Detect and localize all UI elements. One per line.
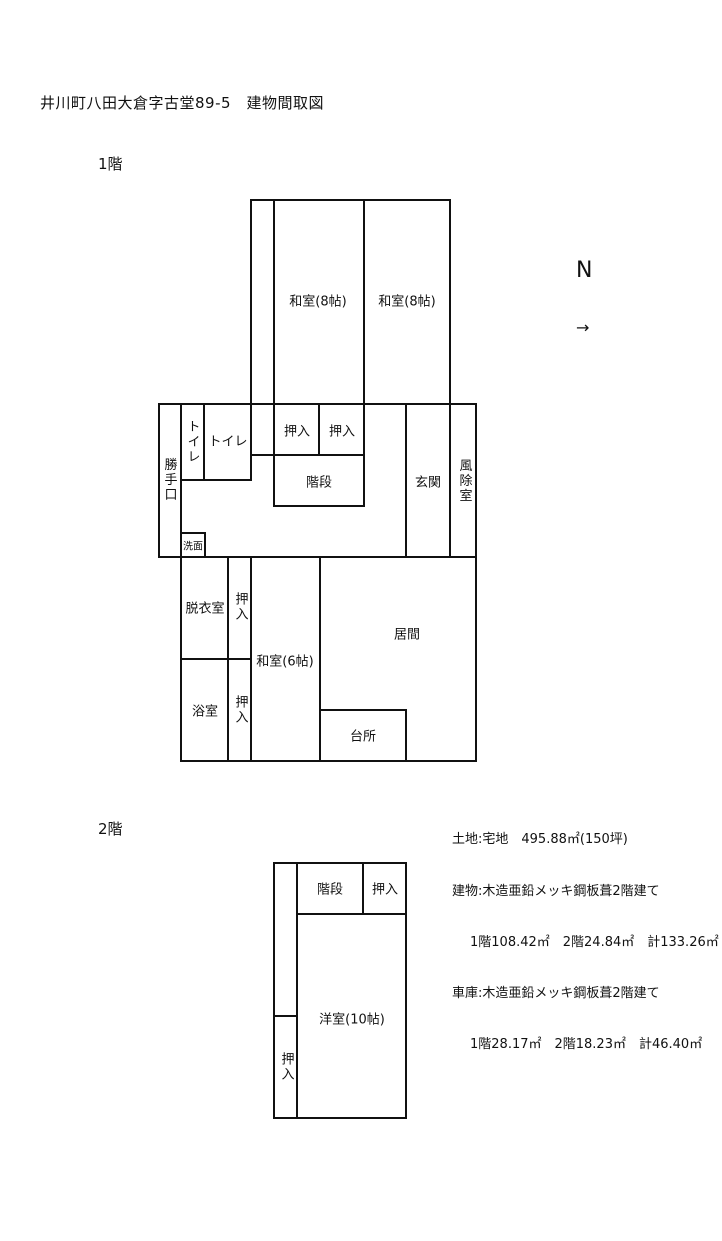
label-ima: 居間 <box>393 627 421 643</box>
label-toilet: トイレ <box>208 434 248 450</box>
label-2f-oshiire-top: 押入 <box>371 882 399 898</box>
info-garage: 車庫:木造亜鉛メッキ鋼板葺2階建て <box>452 986 660 1001</box>
label-2f-kaidan: 階段 <box>316 882 344 898</box>
label-yokushitsu: 浴室 <box>191 704 219 720</box>
info-building: 建物:木造亜鉛メッキ鋼板葺2階建て <box>452 884 660 899</box>
room-toilet <box>180 403 252 481</box>
label-oshiire-4: 押入 <box>232 695 248 725</box>
corridor-upper <box>250 199 275 405</box>
label-2f-yoshitsu: 洋室(10帖) <box>319 1012 385 1028</box>
label-senmen: 洗面 <box>183 541 203 553</box>
info-building-areas: 1階108.42㎡ 2階24.84㎡ 計133.26㎡ <box>470 935 719 950</box>
label-datsuishitsu: 脱衣室 <box>185 601 225 617</box>
label-kaidan: 階段 <box>305 475 333 491</box>
room-daidokoro <box>319 709 407 762</box>
label-washitsu6: 和室(6帖) <box>256 654 314 670</box>
info-garage-areas: 1階28.17㎡ 2階18.23㎡ 計46.40㎡ <box>470 1037 703 1052</box>
label-oshiire-2: 押入 <box>328 424 356 440</box>
floor1-label: 1階 <box>98 155 123 173</box>
label-washitsu8-a: 和室(8帖) <box>289 294 347 310</box>
label-2f-oshiire-side: 押入 <box>278 1052 294 1082</box>
room-kaidan <box>273 454 365 507</box>
label-washitsu8-b: 和室(8帖) <box>378 294 436 310</box>
info-land: 土地:宅地 495.88㎡(150坪) <box>452 832 628 847</box>
north-arrow-icon: → <box>576 318 590 337</box>
label-daidokoro: 台所 <box>349 729 377 745</box>
north-letter: N <box>576 258 593 283</box>
floor2-label: 2階 <box>98 820 123 838</box>
label-toilet-vertical: トイレ <box>184 419 200 465</box>
page-title: 井川町八田大倉字古堂89-5 建物間取図 <box>40 94 325 112</box>
label-katteguchi: 勝手口 <box>161 457 177 503</box>
label-oshiire-1: 押入 <box>283 424 311 440</box>
label-genkan: 玄関 <box>414 475 442 491</box>
label-oshiire-3: 押入 <box>232 592 248 622</box>
label-fujoshitsu: 風除室 <box>456 458 472 504</box>
